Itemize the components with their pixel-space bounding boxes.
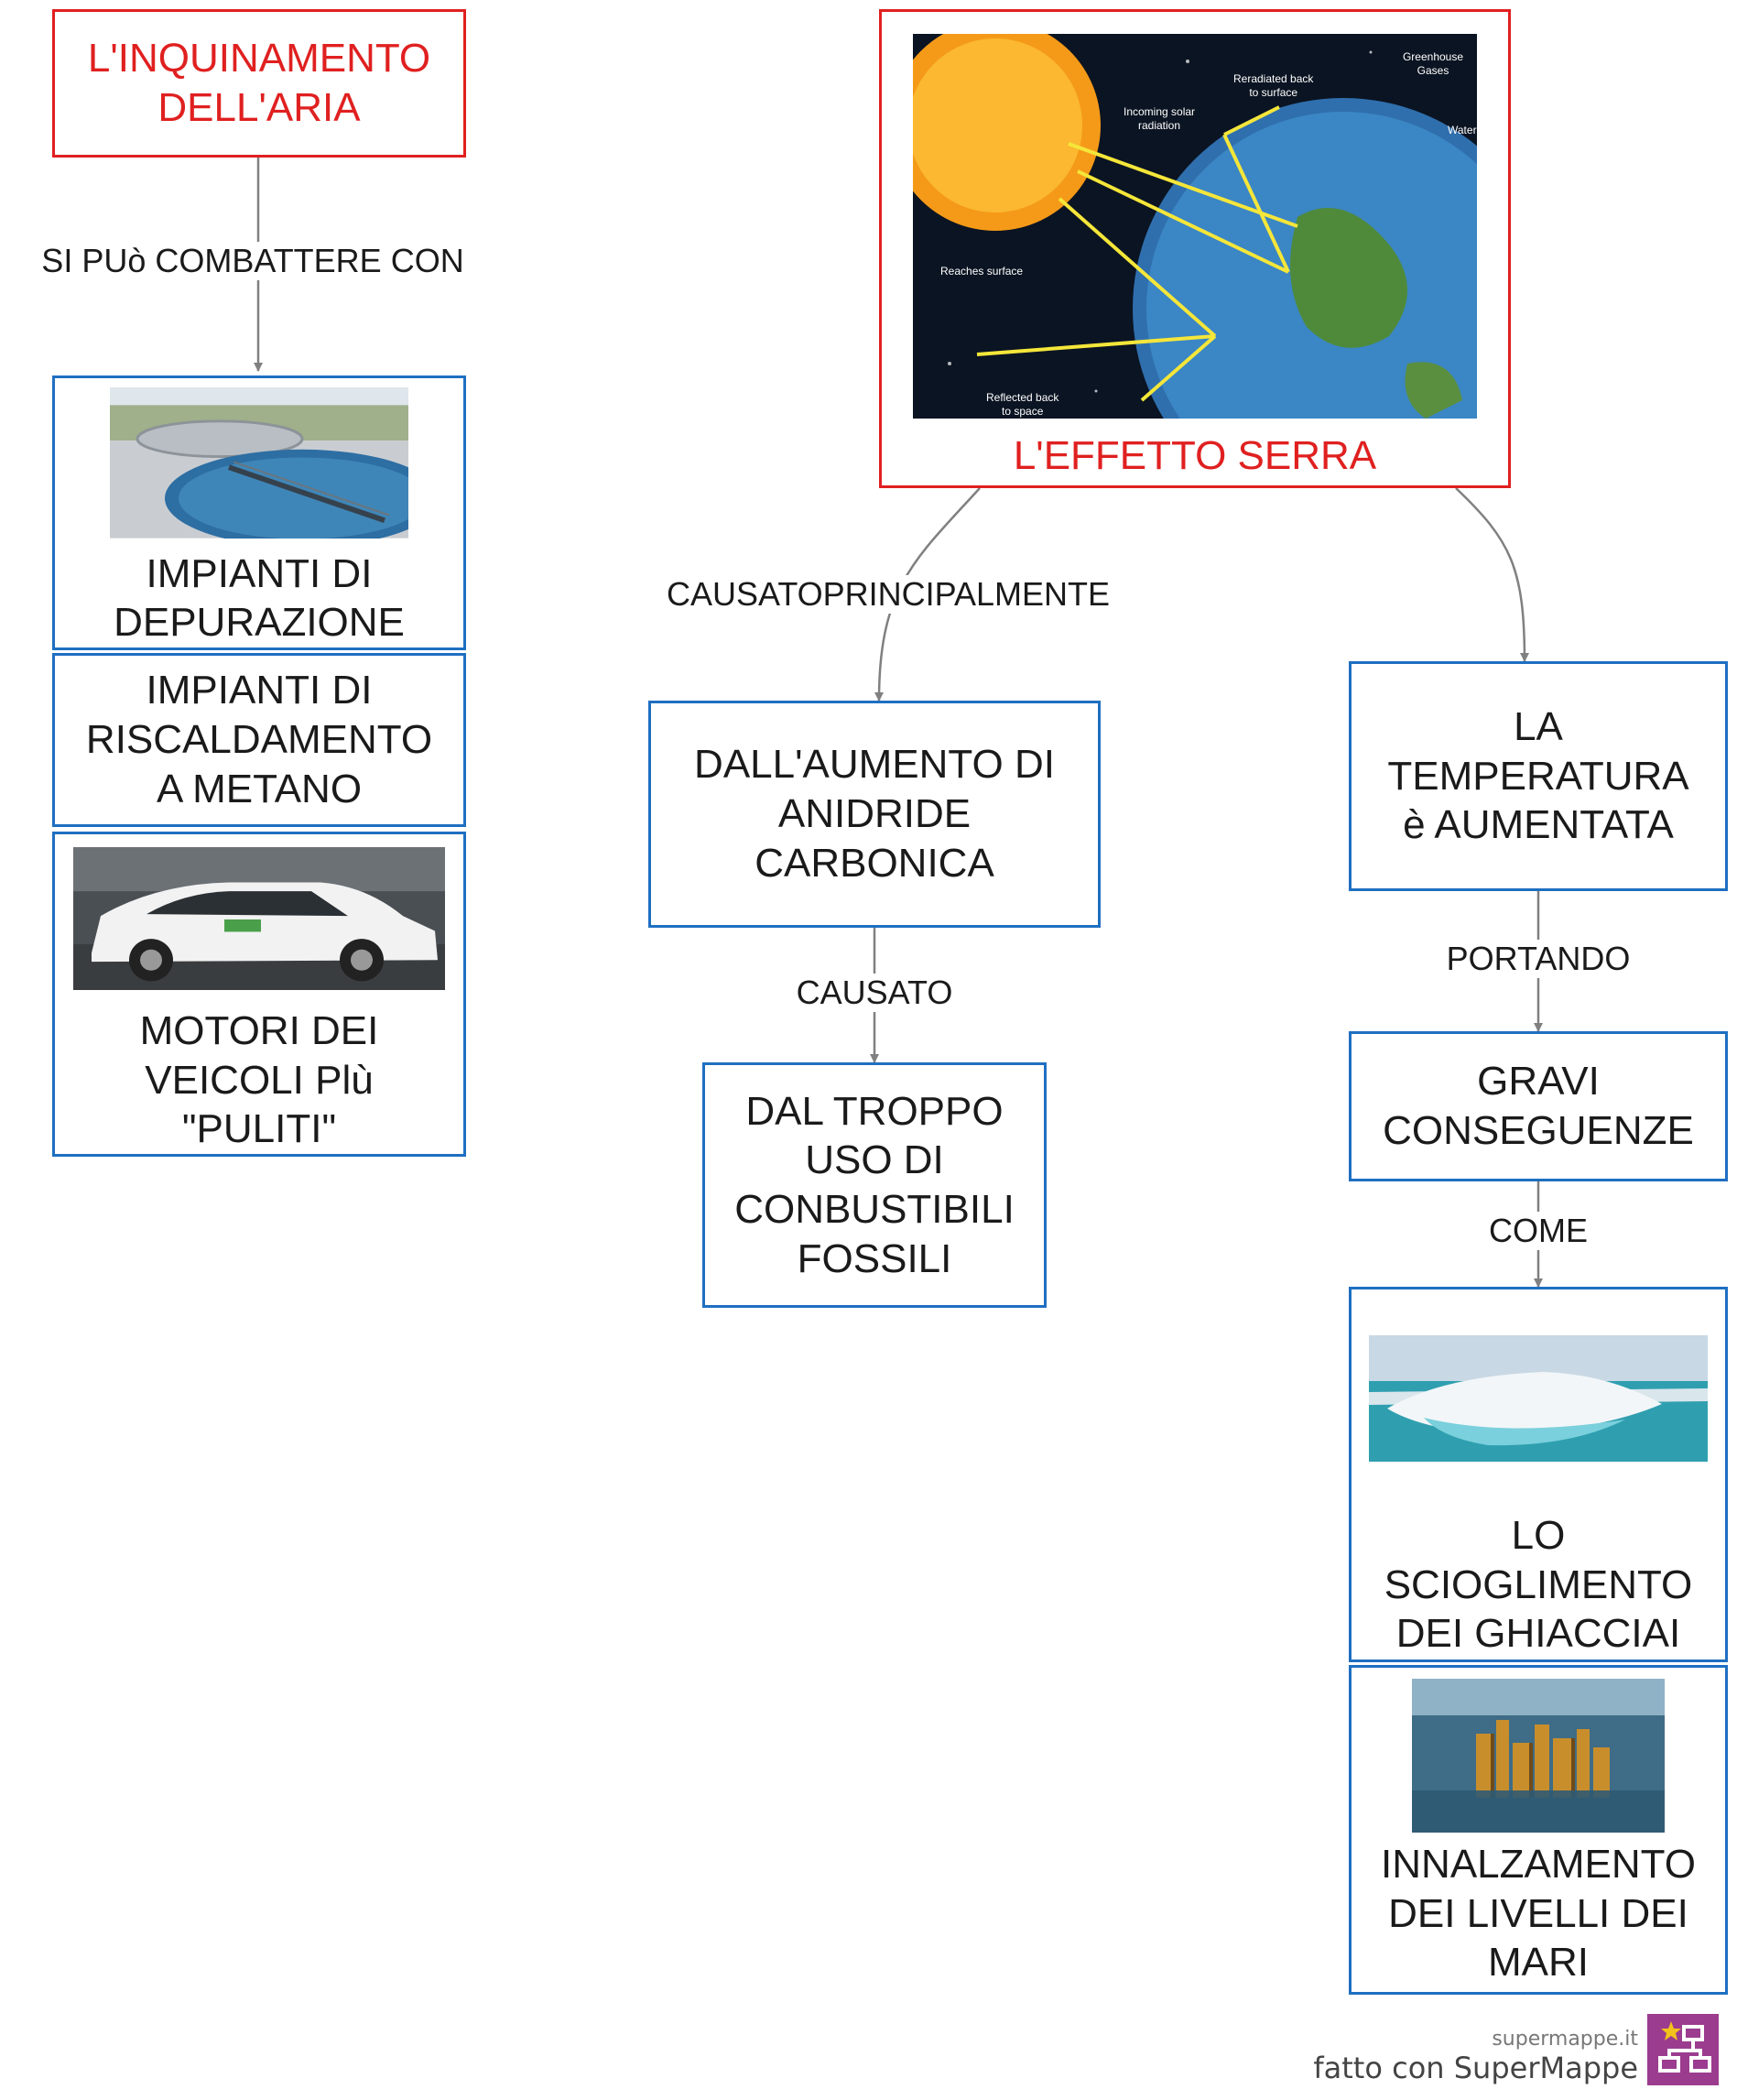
node-motori-veicoli[interactable]: MOTORI DEI VEICOLI Plù "PULITI": [52, 832, 466, 1157]
arrow-serra-to-temperatura: [1455, 487, 1529, 662]
footer-site-link[interactable]: supermappe.it: [1492, 2028, 1638, 2051]
link-label-causato-principalmente: CAUSATOPRINCIPALMENTE: [662, 575, 1114, 614]
node-label: L'INQUINAMENTO DELL'ARIA: [87, 36, 431, 130]
node-label: INNALZAMENTO DEI LIVELLI DEI MARI: [1381, 1842, 1696, 1986]
illustration-caption-reradiated: Reradiated back to surface: [1233, 72, 1314, 99]
white-suv-car-photo: [73, 847, 445, 990]
illustration-caption-water: Water: [1448, 124, 1477, 136]
link-label-come: COME: [1485, 1212, 1591, 1250]
node-temperatura-aumentata[interactable]: LA TEMPERATURA è AUMENTATA: [1349, 661, 1728, 891]
node-effetto-serra[interactable]: Greenhouse Gases Reradiated back to surf…: [879, 9, 1511, 488]
node-label: L'EFFETTO SERRA: [1013, 433, 1377, 478]
node-inquinamento-aria[interactable]: L'INQUINAMENTO DELL'ARIA: [52, 9, 466, 158]
illustration-caption-greenhouse: Greenhouse Gases: [1402, 50, 1464, 77]
melting-iceberg-photo: [1369, 1335, 1708, 1462]
node-combustibili-fossili[interactable]: DAL TROPPO USO DI CONBUSTIBILI FOSSILI: [702, 1062, 1047, 1308]
node-aumento-anidride-carbonica[interactable]: DALL'AUMENTO DI ANIDRIDE CARBONICA: [648, 701, 1101, 928]
node-label: GRAVI CONSEGUENZE: [1383, 1059, 1694, 1153]
node-label: LO SCIOGLIMENTO DEI GHIACCIAI: [1384, 1513, 1693, 1657]
node-label: DALL'AUMENTO DI ANIDRIDE CARBONICA: [694, 742, 1055, 886]
node-innalzamento-livelli-mari[interactable]: INNALZAMENTO DEI LIVELLI DEI MARI: [1349, 1665, 1728, 1995]
link-label-portando: PORTANDO: [1442, 940, 1634, 978]
node-label: LA TEMPERATURA è AUMENTATA: [1387, 703, 1689, 848]
supermappe-logo-icon: [1647, 2014, 1719, 2085]
footer-credit: fatto con SuperMappe: [1313, 2051, 1638, 2085]
node-impianti-depurazione[interactable]: IMPIANTI DI DEPURAZIONE: [52, 375, 466, 650]
water-treatment-plant-photo: [110, 387, 408, 539]
node-impianti-riscaldamento[interactable]: IMPIANTI DI RISCALDAMENTO A METANO: [52, 653, 466, 827]
node-label: MOTORI DEI VEICOLI Plù "PULITI": [139, 1007, 379, 1152]
link-label-si-puo: SI PUò COMBATTERE CON: [38, 242, 468, 280]
illustration-caption-reflected: Reflected back to space: [986, 391, 1059, 418]
flooded-city-photo: [1412, 1679, 1665, 1833]
illustration-caption-incoming: Incoming solar radiation: [1124, 105, 1196, 132]
greenhouse-effect-illustration: Greenhouse Gases Reradiated back to surf…: [913, 34, 1477, 419]
node-gravi-conseguenze[interactable]: GRAVI CONSEGUENZE: [1349, 1031, 1728, 1181]
node-label: IMPIANTI DI DEPURAZIONE: [114, 550, 405, 646]
node-label: DAL TROPPO USO DI CONBUSTIBILI FOSSILI: [734, 1088, 1015, 1281]
node-scioglimento-ghiacciai[interactable]: LO SCIOGLIMENTO DEI GHIACCIAI: [1349, 1287, 1728, 1662]
node-label: IMPIANTI DI RISCALDAMENTO A METANO: [85, 668, 433, 811]
link-label-causato: CAUSATO: [792, 974, 957, 1012]
supermappe-footer: supermappe.it fatto con SuperMappe: [1313, 2014, 1719, 2085]
illustration-caption-reaches: Reaches surface: [940, 265, 1024, 277]
